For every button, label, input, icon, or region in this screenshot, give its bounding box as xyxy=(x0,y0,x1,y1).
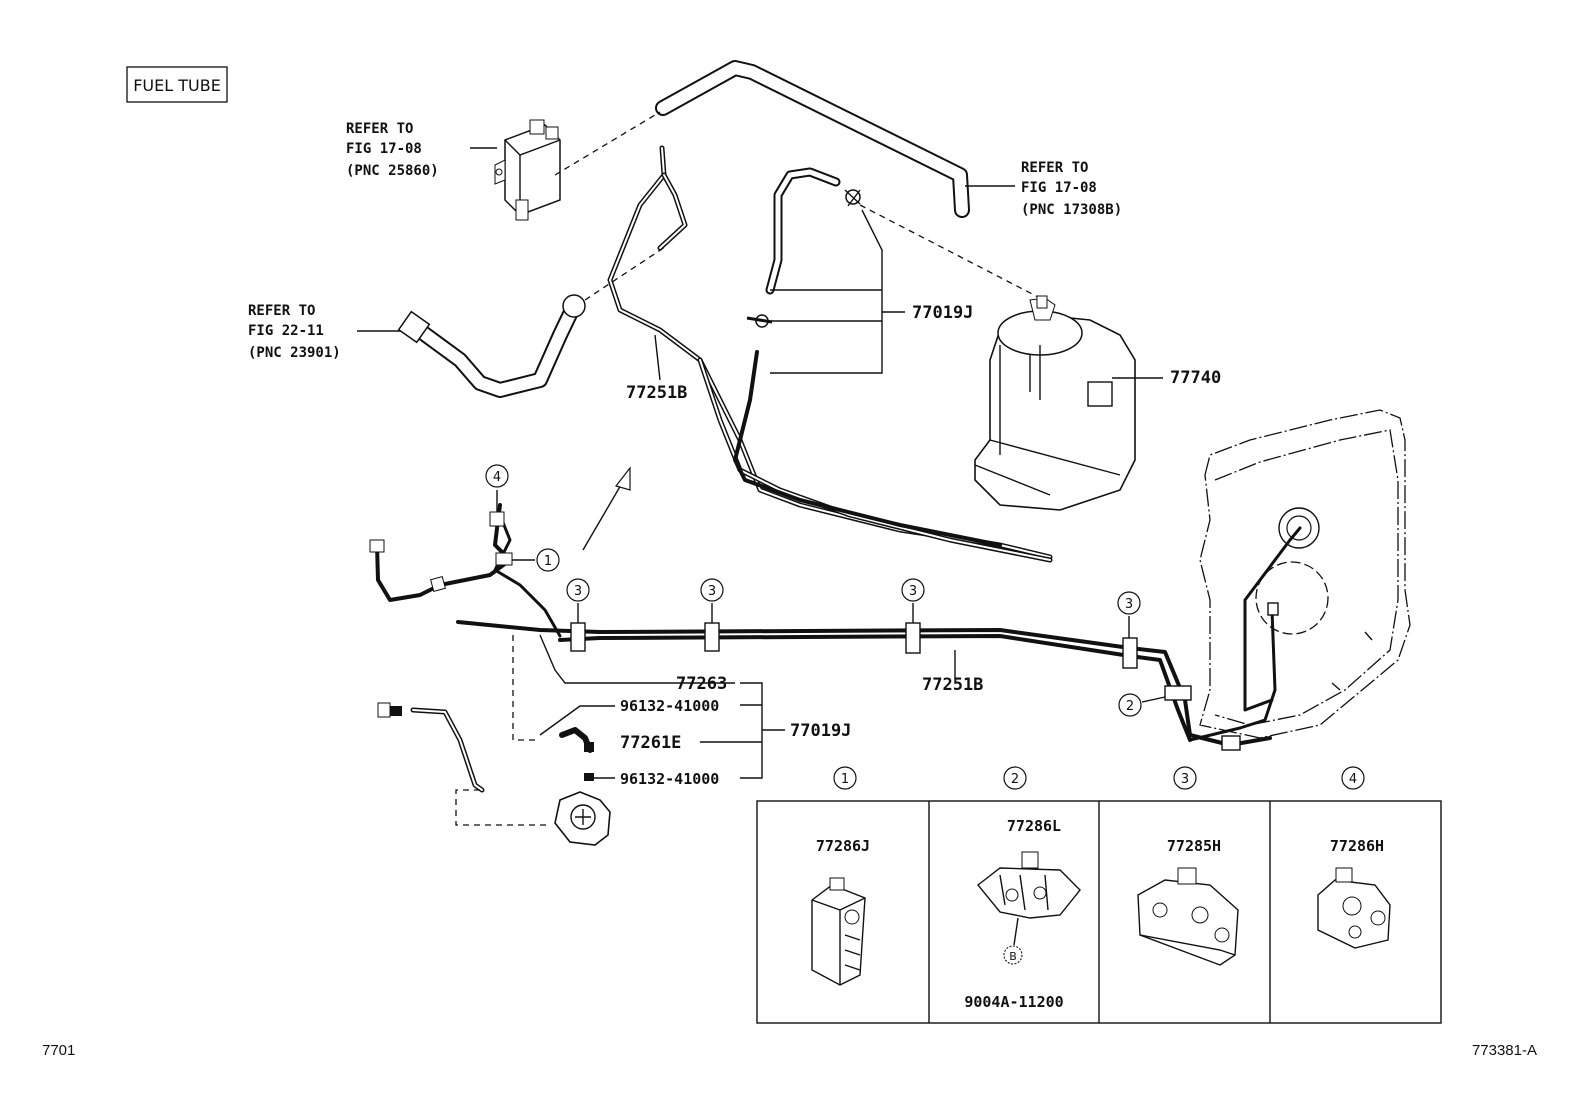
callout-1-text: 1 xyxy=(544,554,552,569)
callout-2: 2 xyxy=(1118,693,1142,717)
ref-25860-line1: REFER TO xyxy=(346,121,413,137)
leader-77019J-upper xyxy=(770,209,905,374)
label-96132-b: 96132-41000 xyxy=(620,770,719,788)
ref-17308B-line1: REFER TO xyxy=(1021,160,1088,176)
rear-hose-assembly xyxy=(369,503,562,638)
direction-arrow xyxy=(582,466,631,551)
label-77261E: 77261E xyxy=(620,733,681,753)
ref-25860-line2: FIG 17-08 xyxy=(346,141,422,157)
callout-3b-text: 3 xyxy=(708,584,716,599)
callout-3c: 3 xyxy=(901,578,925,602)
table-marker-2-text: 2 xyxy=(1011,772,1019,787)
label-96132-a: 96132-41000 xyxy=(620,697,719,715)
table-marker-4: 4 xyxy=(1341,766,1365,790)
small-hoses-77019J xyxy=(733,167,1002,547)
table-marker-4-text: 4 xyxy=(1349,772,1357,787)
table-subpart-9004A: 9004A-11200 xyxy=(964,993,1063,1011)
clamp-77285H-sketch xyxy=(1137,867,1239,966)
clamps-on-main-line xyxy=(496,490,1279,751)
vapor-pressure-sensor xyxy=(494,119,561,221)
label-77251B-upper: 77251B xyxy=(626,383,687,403)
ref-17308B-line3: (PNC 17308B) xyxy=(1021,202,1122,218)
ref-17308B-line2: FIG 17-08 xyxy=(1021,180,1097,196)
table-marker-3-text: 3 xyxy=(1181,772,1189,787)
charcoal-canister xyxy=(974,295,1136,511)
label-77019J-lower: 77019J xyxy=(790,721,851,741)
callout-2-text: 2 xyxy=(1126,699,1134,714)
clamp-table: 1 2 3 4 77286J 77286L 77285H 77286H xyxy=(756,766,1442,1024)
callout-3d: 3 xyxy=(1117,591,1141,615)
title-text: FUEL TUBE xyxy=(133,76,221,95)
fuel-inlet-hose xyxy=(397,294,586,398)
table-sub-marker-B: B xyxy=(1003,945,1023,965)
ref-23901-line3: (PNC 23901) xyxy=(248,345,341,361)
callout-3b: 3 xyxy=(700,578,724,602)
callout-3a: 3 xyxy=(566,578,590,602)
table-part-77286J: 77286J xyxy=(816,837,870,855)
upper-vapor-hose xyxy=(655,60,970,218)
callout-1: 1 xyxy=(536,548,560,572)
clamp-77286J-sketch xyxy=(811,877,866,986)
ref-23901-line2: FIG 22-11 xyxy=(248,323,324,339)
ref-17308B: REFER TO FIG 17-08 (PNC 17308B) xyxy=(1021,160,1122,218)
ref-23901: REFER TO FIG 22-11 (PNC 23901) xyxy=(248,303,341,361)
label-77251B-lower: 77251B xyxy=(922,675,983,695)
table-marker-2: 2 xyxy=(1003,766,1027,790)
footer-right-code: 773381-A xyxy=(1472,1042,1537,1059)
table-sub-marker-B-text: B xyxy=(1009,950,1017,963)
callout-4: 4 xyxy=(485,464,509,488)
filler-cap-assembly xyxy=(377,702,611,846)
title-box: FUEL TUBE xyxy=(126,66,228,103)
label-77740: 77740 xyxy=(1170,368,1221,388)
footer-left-code: 7701 xyxy=(42,1042,75,1059)
ref-23901-line1: REFER TO xyxy=(248,303,315,319)
callout-4-text: 4 xyxy=(493,470,501,485)
table-marker-1-text: 1 xyxy=(841,772,849,787)
hose-77261E xyxy=(559,727,594,781)
callout-3c-text: 3 xyxy=(909,584,917,599)
label-77263: 77263 xyxy=(676,674,727,694)
table-part-77286L: 77286L xyxy=(1007,817,1061,835)
fuel-tank-outline xyxy=(1199,409,1411,739)
clamp-77286L-sketch xyxy=(977,851,1081,946)
table-marker-3: 3 xyxy=(1173,766,1197,790)
table-marker-1: 1 xyxy=(833,766,857,790)
callout-3d-text: 3 xyxy=(1125,597,1133,612)
pipe-77251B-upper xyxy=(607,145,1053,563)
table-part-77286H: 77286H xyxy=(1330,837,1384,855)
label-77019J-upper: 77019J xyxy=(912,303,973,323)
callout-3a-text: 3 xyxy=(574,584,582,599)
table-part-77285H: 77285H xyxy=(1167,837,1221,855)
clamp-77286H-sketch xyxy=(1317,867,1391,949)
ref-25860-line3: (PNC 25860) xyxy=(346,163,439,179)
ref-25860: REFER TO FIG 17-08 (PNC 25860) xyxy=(346,121,439,179)
